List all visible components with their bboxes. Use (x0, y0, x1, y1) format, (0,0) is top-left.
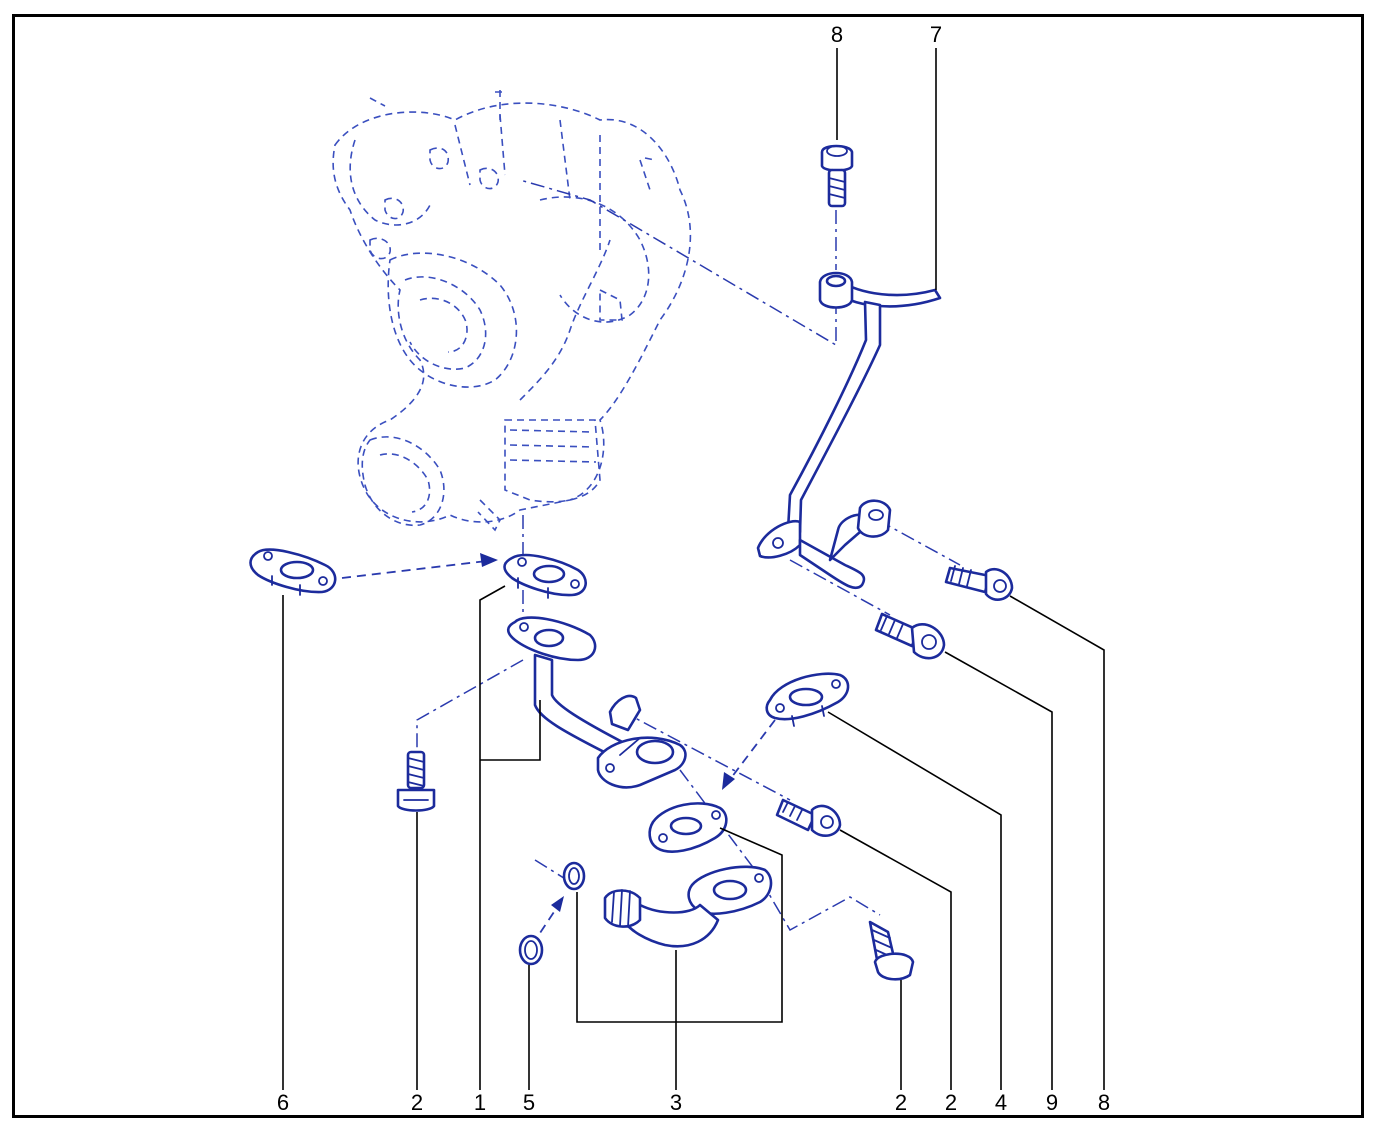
bolt-part-9 (874, 612, 946, 660)
callout-6: 6 (277, 1090, 289, 1115)
bolt-part-2-left (396, 750, 436, 812)
callout-8-top: 8 (831, 22, 843, 47)
callout-2-mid: 2 (945, 1090, 957, 1115)
gasket-part-6 (249, 548, 337, 596)
callout-9: 9 (1046, 1090, 1058, 1115)
banjo-bolt-part-8-top (820, 144, 854, 208)
gasket-part-1 (503, 553, 587, 599)
callout-2-right: 2 (895, 1090, 907, 1115)
oil-feed-pipe-part-3 (603, 865, 773, 948)
arrow-heads (480, 553, 735, 912)
seal-ring-part-5 (518, 934, 544, 966)
callout-7: 7 (930, 22, 942, 47)
oil-drain-pipe-part-1 (506, 616, 687, 789)
callout-1: 1 (474, 1090, 486, 1115)
bolt-part-2-mid (775, 798, 842, 838)
turbocharger-outline (332, 90, 692, 532)
bolt-part-2-right (868, 920, 915, 981)
callout-4: 4 (995, 1090, 1007, 1115)
callout-labels: 8 7 6 2 1 5 3 2 2 4 9 8 (277, 22, 1110, 1115)
oil-feed-line-part-7 (756, 271, 942, 590)
leader-lines (282, 48, 1105, 1090)
callout-3: 3 (670, 1090, 682, 1115)
seal-ring-part-3 (562, 861, 586, 891)
callout-8-bottom: 8 (1098, 1090, 1110, 1115)
callout-5: 5 (523, 1090, 535, 1115)
assembly-axis-lines (341, 179, 961, 946)
gasket-part-4 (765, 672, 850, 727)
banjo-bolt-part-8-right (944, 565, 1014, 601)
gasket-part-3-upper (648, 802, 728, 853)
callout-2-left: 2 (411, 1090, 423, 1115)
